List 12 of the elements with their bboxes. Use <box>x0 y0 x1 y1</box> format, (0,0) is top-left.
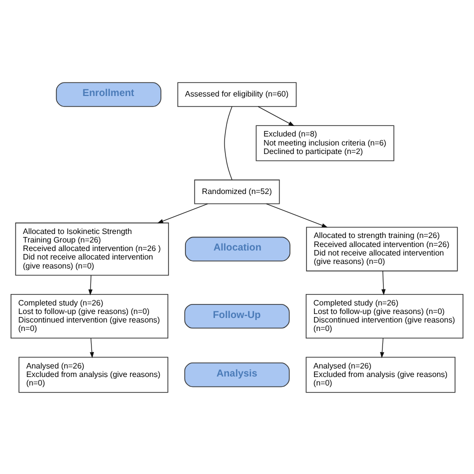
arrow <box>381 270 386 295</box>
node-box: Enrollment <box>56 82 162 106</box>
arrow <box>258 106 294 126</box>
arrow <box>380 337 384 358</box>
node-box: Analysis <box>184 362 290 387</box>
connector <box>224 106 232 180</box>
arrow <box>266 202 328 228</box>
arrow <box>157 202 208 223</box>
arrow <box>90 337 94 358</box>
arrow <box>88 274 93 295</box>
node-box: Follow-Up <box>184 303 290 328</box>
node-box: Allocation <box>184 236 290 261</box>
